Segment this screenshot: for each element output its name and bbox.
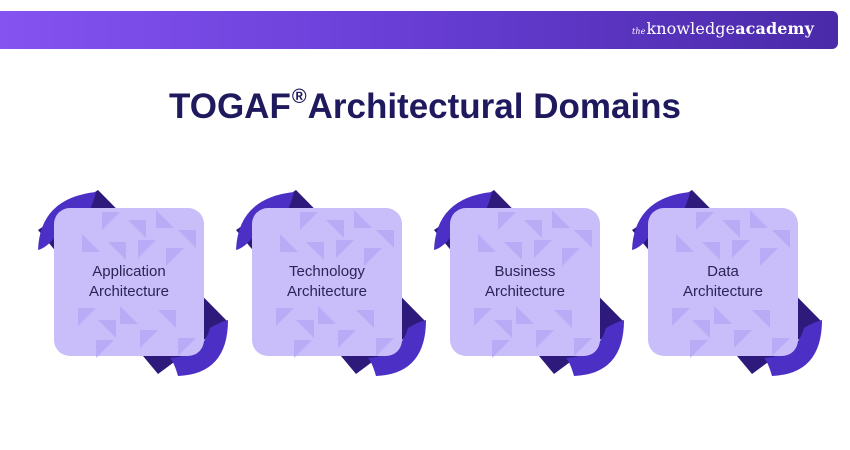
- card-decoration: [632, 190, 822, 376]
- header-banner: theknowledgeacademy: [0, 11, 838, 49]
- page-title: TOGAF®Architectural Domains: [168, 86, 682, 126]
- card-decoration: [38, 190, 228, 376]
- card-decoration: [236, 190, 426, 376]
- brand-logo: theknowledgeacademy: [632, 19, 814, 38]
- card-decoration: [434, 190, 624, 376]
